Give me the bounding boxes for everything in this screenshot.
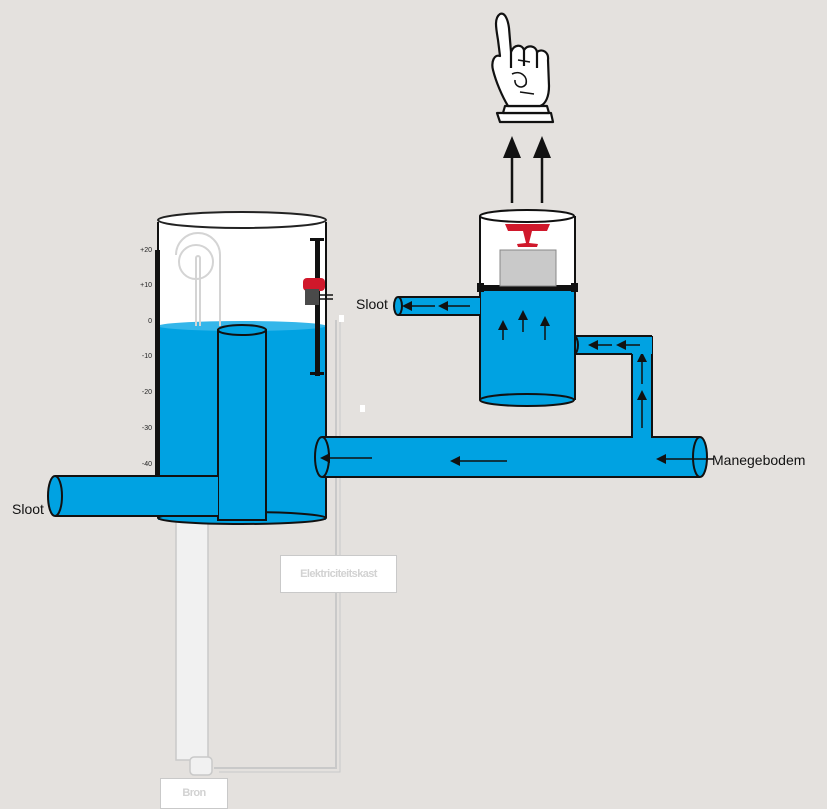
scale-tick: +20 (140, 247, 152, 254)
filter-plate (478, 285, 577, 291)
marker-dot (360, 405, 365, 412)
label-sloot-left: Sloot (12, 501, 44, 517)
label-sloot-top: Sloot (356, 296, 388, 312)
float-switch-red (303, 278, 325, 291)
scale-tick: -40 (141, 461, 152, 468)
inner-pipe (217, 329, 267, 521)
label-manegebodem: Manegebodem (712, 452, 806, 468)
scale-tick: -30 (141, 425, 152, 432)
sloot-pipe-top (393, 296, 480, 316)
pump-tank (477, 209, 578, 407)
float-rod (315, 238, 320, 376)
pump-motor (499, 249, 557, 287)
marker-dot (339, 315, 344, 322)
air-arrows (503, 136, 551, 203)
level-ruler (155, 250, 160, 480)
float-switch-body (305, 289, 319, 305)
scale-tick: -20 (141, 389, 152, 396)
scale-tick: 0 (148, 318, 152, 325)
pump-impeller (505, 224, 550, 247)
label-elektriciteitskast: Elektriciteitskast (280, 555, 397, 593)
pointing-up-hand-icon (491, 12, 555, 124)
label-bron: Bron (160, 778, 228, 809)
left-outlet-pipe (47, 475, 218, 517)
scale-tick: -10 (141, 353, 152, 360)
feed-pipe (569, 335, 652, 355)
pump-tank-water (480, 290, 575, 400)
scale-tick: +10 (140, 282, 152, 289)
main-pipe (314, 436, 714, 478)
